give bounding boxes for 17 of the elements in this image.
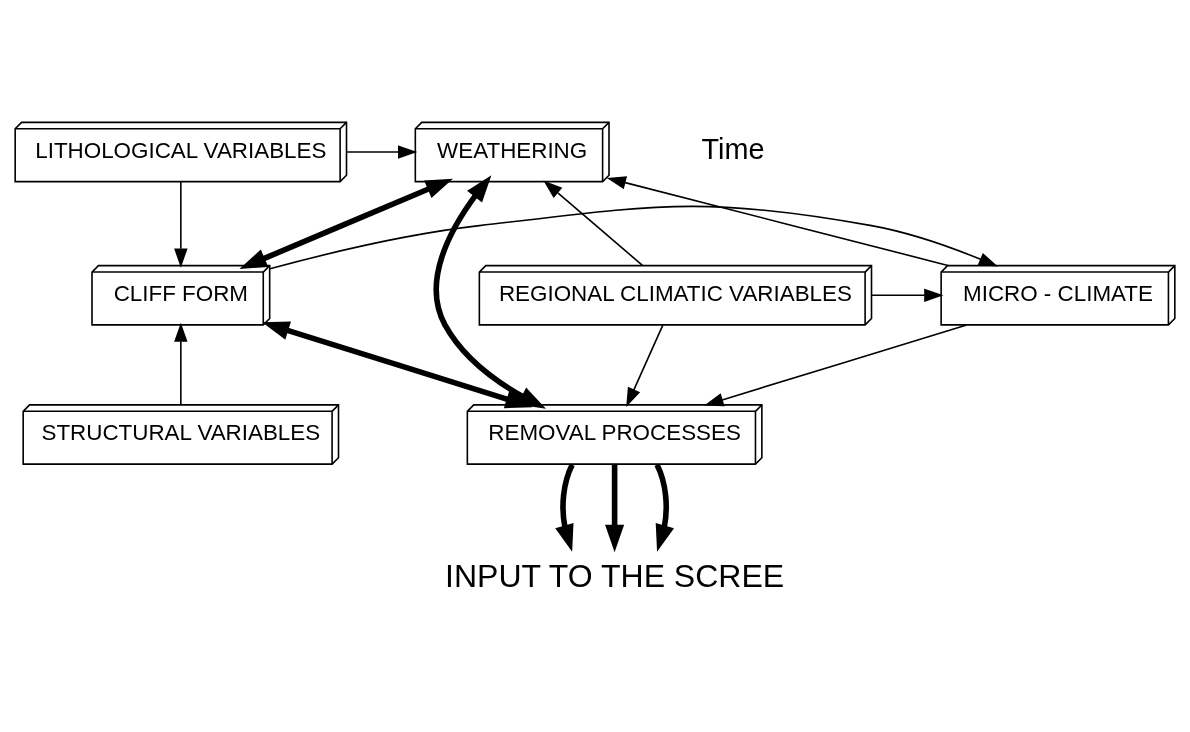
arrow <box>704 323 968 406</box>
arrow <box>269 205 998 270</box>
arrow <box>174 322 188 406</box>
arrow <box>626 323 664 407</box>
label: Time <box>701 132 765 165</box>
arrow <box>606 175 950 266</box>
arrow <box>433 174 546 409</box>
arrow <box>654 463 674 552</box>
arrow <box>543 179 644 266</box>
arrow <box>239 178 453 269</box>
arrow <box>871 288 944 302</box>
node-text: INPUT TO THE SCREE <box>445 557 785 594</box>
arrow <box>174 180 188 268</box>
arrow <box>346 144 418 159</box>
arrow <box>605 464 625 552</box>
arrow <box>555 463 575 552</box>
arrow <box>262 320 533 408</box>
